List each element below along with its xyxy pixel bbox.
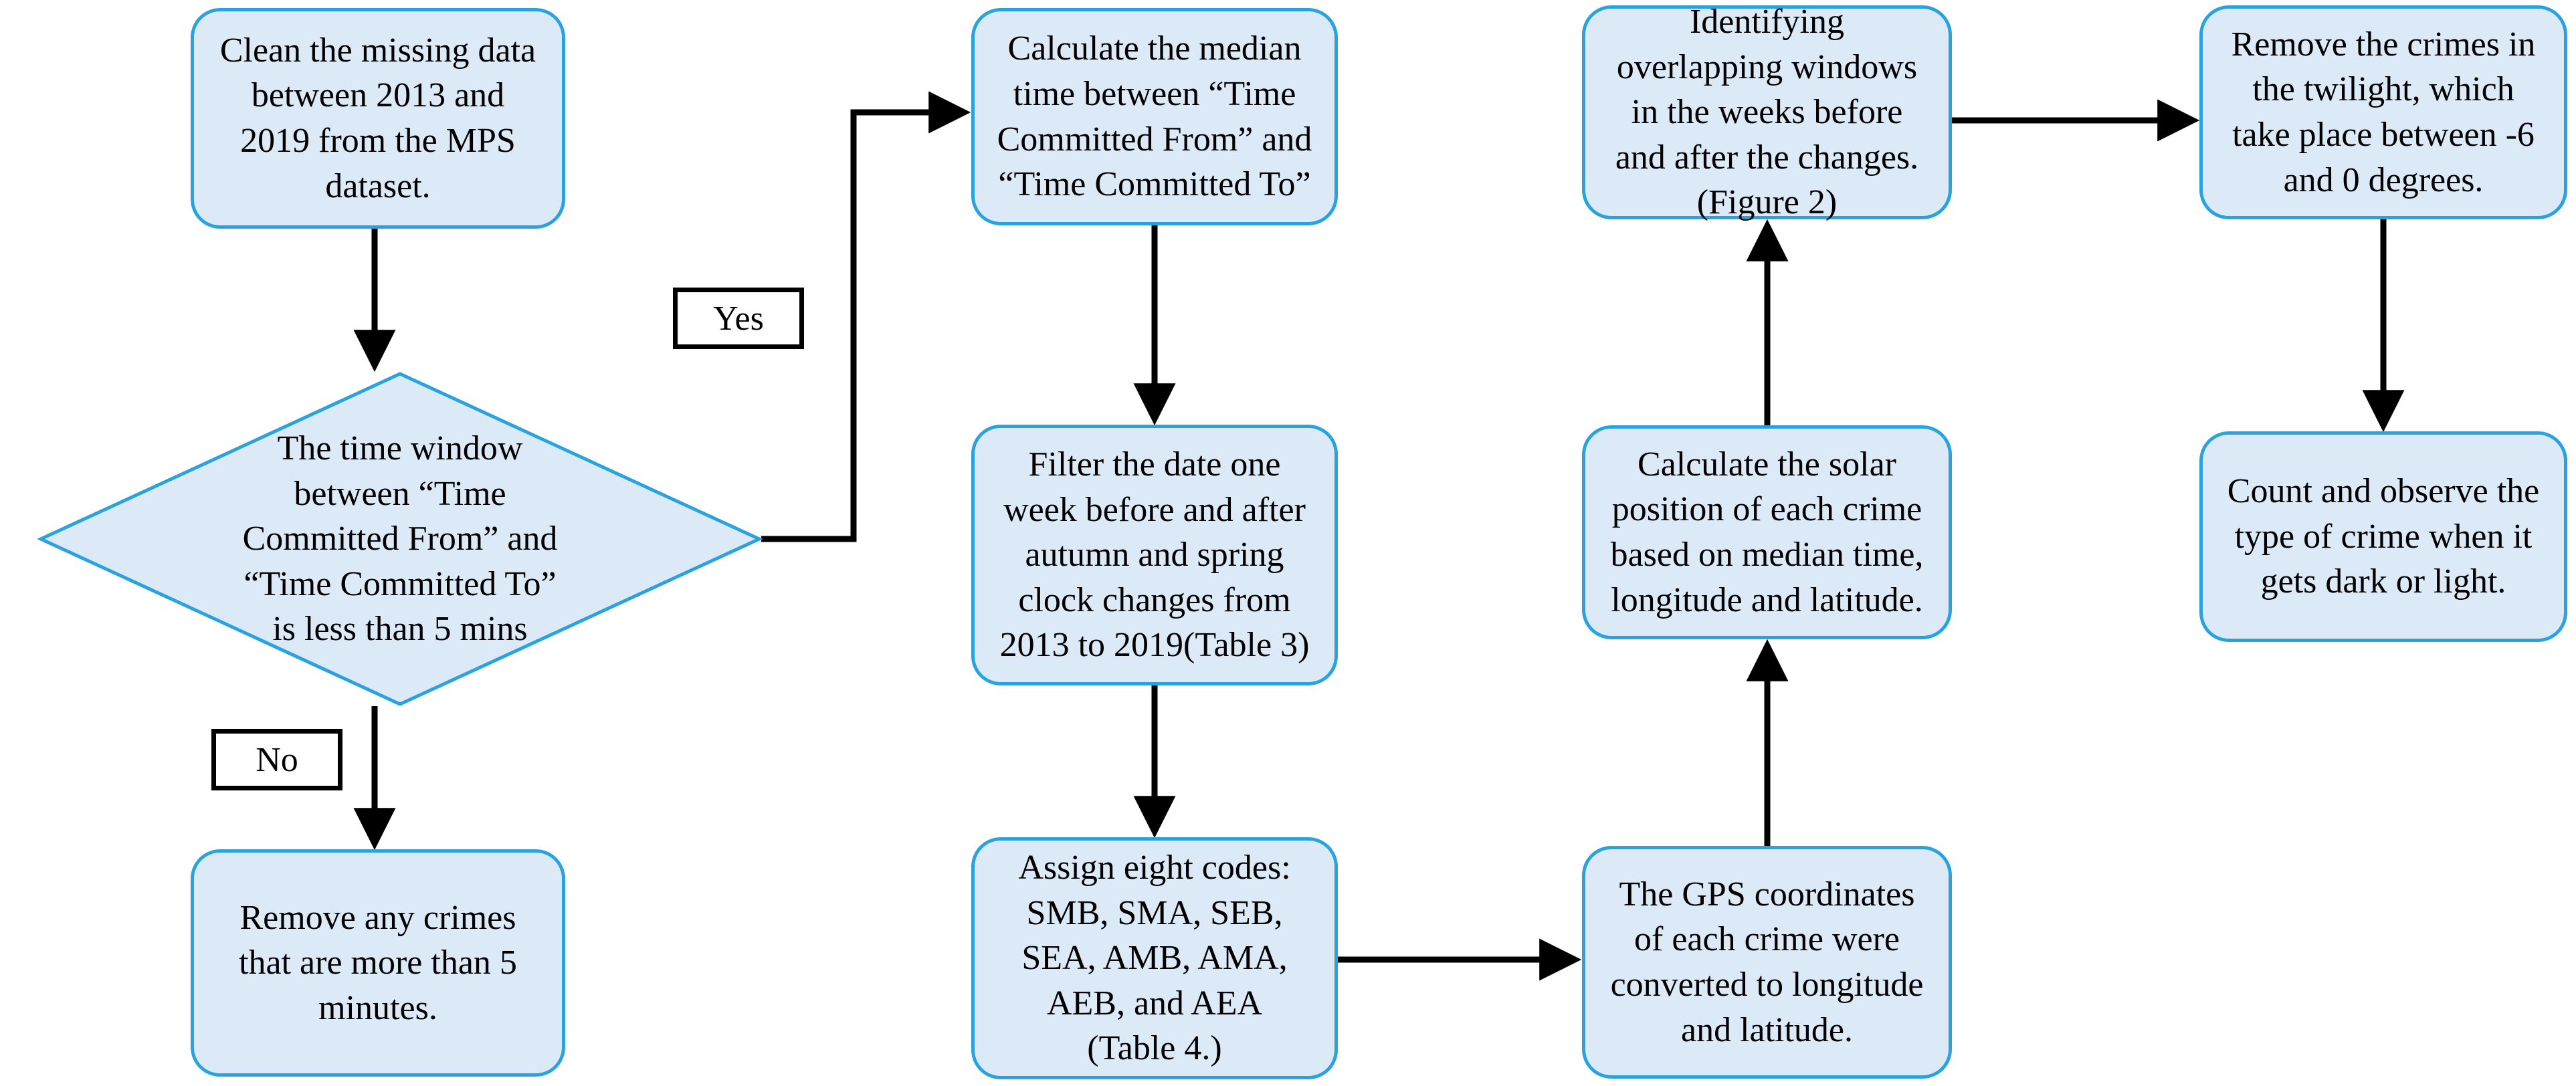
node-label: Clean the missing data between 2013 and … bbox=[219, 31, 536, 205]
process-node-assign-codes[interactable]: Assign eight codes: SMB, SMA, SEB, SEA, … bbox=[971, 837, 1338, 1079]
node-label: Assign eight codes: SMB, SMA, SEB, SEA, … bbox=[1018, 849, 1291, 1068]
process-node-overlapping-windows[interactable]: Identifying overlapping windows in the w… bbox=[1582, 3, 1952, 221]
process-node-gps-coordinates[interactable]: The GPS coordinates of each crime were c… bbox=[1582, 846, 1952, 1079]
process-node-solar-position[interactable]: Calculate the solar position of each cri… bbox=[1582, 425, 1952, 639]
node-label: The time window between “Time Committed … bbox=[242, 429, 558, 649]
node-label: Remove the crimes in the twilight, which… bbox=[2231, 25, 2536, 199]
node-label: The GPS coordinates of each crime were c… bbox=[1610, 875, 1924, 1049]
process-node-remove-long-crimes[interactable]: Remove any crimes that are more than 5 m… bbox=[191, 849, 565, 1077]
node-label: Remove any crimes that are more than 5 m… bbox=[239, 898, 517, 1027]
node-label: Identifying overlapping windows in the w… bbox=[1615, 3, 1919, 222]
edge-label-text: No bbox=[256, 740, 298, 779]
process-node-median-time[interactable]: Calculate the median time between “Time … bbox=[971, 8, 1338, 225]
node-label: Calculate the solar position of each cri… bbox=[1610, 445, 1924, 619]
edge-label-yes-label: Yes bbox=[673, 288, 804, 349]
process-node-filter-date[interactable]: Filter the date one week before and afte… bbox=[971, 425, 1338, 685]
edge-label-no-label: No bbox=[211, 729, 342, 790]
node-label: Filter the date one week before and afte… bbox=[999, 445, 1310, 665]
node-label: Count and observe the type of crime when… bbox=[2227, 472, 2540, 601]
diamond-shape bbox=[37, 372, 763, 706]
edge-label-text: Yes bbox=[713, 299, 764, 338]
node-label: Calculate the median time between “Time … bbox=[997, 29, 1312, 204]
process-node-count-observe[interactable]: Count and observe the type of crime when… bbox=[2199, 431, 2567, 642]
diamond-outline bbox=[37, 372, 763, 706]
process-node-remove-twilight[interactable]: Remove the crimes in the twilight, which… bbox=[2199, 5, 2567, 219]
decision-node-time-window-decision[interactable]: The time window between “Time Committed … bbox=[37, 372, 763, 706]
process-node-clean-data[interactable]: Clean the missing data between 2013 and … bbox=[191, 8, 565, 229]
